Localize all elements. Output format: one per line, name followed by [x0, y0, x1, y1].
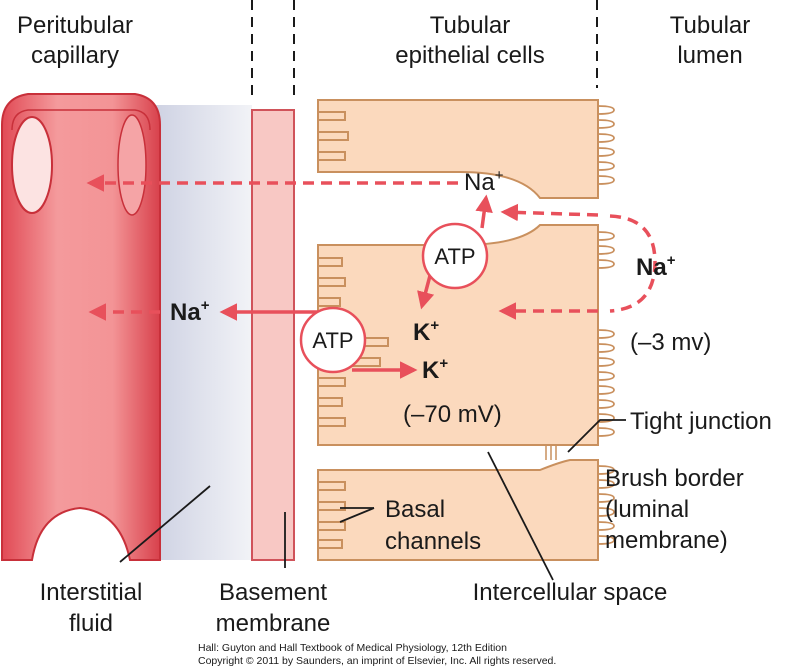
atp-lower-label: ATP [312, 328, 353, 353]
k-label-out: K+ [422, 355, 448, 384]
transport-arrows [86, 174, 657, 379]
interstitial-fluid-label-1: Interstitial [40, 579, 143, 606]
epithelial-cells [317, 99, 599, 561]
atp-upper-label: ATP [434, 244, 475, 269]
capillary-lumen-opening-right [117, 114, 147, 216]
na-label-lumen: Na+ [636, 252, 676, 281]
basement-membrane [251, 109, 295, 561]
tight-junction-label: Tight junction [630, 408, 772, 435]
credit-line-2: Copyright © 2011 by Saunders, an imprint… [198, 655, 556, 667]
atp-pump-lower [299, 306, 367, 374]
arrow-lumen-loop [609, 214, 657, 313]
brush-border [597, 105, 615, 545]
credit-line-1: Hall: Guyton and Hall Textbook of Medica… [198, 642, 507, 654]
brush-border-label-2: (luminal [605, 496, 689, 523]
intercellular-space-label: Intercellular space [473, 579, 668, 606]
leader-lines [119, 419, 626, 581]
header-cells-line2: epithelial cells [395, 42, 544, 69]
header-lumen-line2: lumen [677, 42, 742, 69]
header-cells-line1: Tubular [430, 12, 510, 39]
header-capillary-line1: Peritubular [17, 12, 133, 39]
basal-channels-label-2: channels [385, 528, 481, 555]
epithelial-cell-bottom [317, 459, 599, 561]
tight-junction-mark [545, 446, 557, 460]
header-lumen-line1: Tubular [670, 12, 750, 39]
na-label-top: Na+ [464, 167, 504, 196]
basement-membrane-label-1: Basement [219, 579, 327, 606]
na-label-interstitial: Na+ [170, 297, 210, 326]
lumen-potential: (–3 mv) [630, 329, 711, 356]
brush-border-label-3: membrane) [605, 527, 728, 554]
epithelial-cell-top [317, 99, 599, 199]
capillary-lumen-opening [11, 116, 53, 214]
peritubular-capillary [1, 93, 161, 561]
arrow-atp-up [475, 194, 493, 229]
basement-membrane-label-2: membrane [216, 610, 331, 637]
header-capillary-line2: capillary [31, 42, 119, 69]
k-label-inside: K+ [413, 317, 439, 346]
basal-channels-label-1: Basal [385, 496, 445, 523]
cell-potential: (–70 mV) [403, 401, 502, 428]
brush-border-label-1: Brush border [605, 465, 744, 492]
atp-pump-upper [421, 222, 489, 290]
arrow-na-from-lumen-top [500, 203, 599, 222]
interstitial-fluid-label-2: fluid [69, 610, 113, 637]
